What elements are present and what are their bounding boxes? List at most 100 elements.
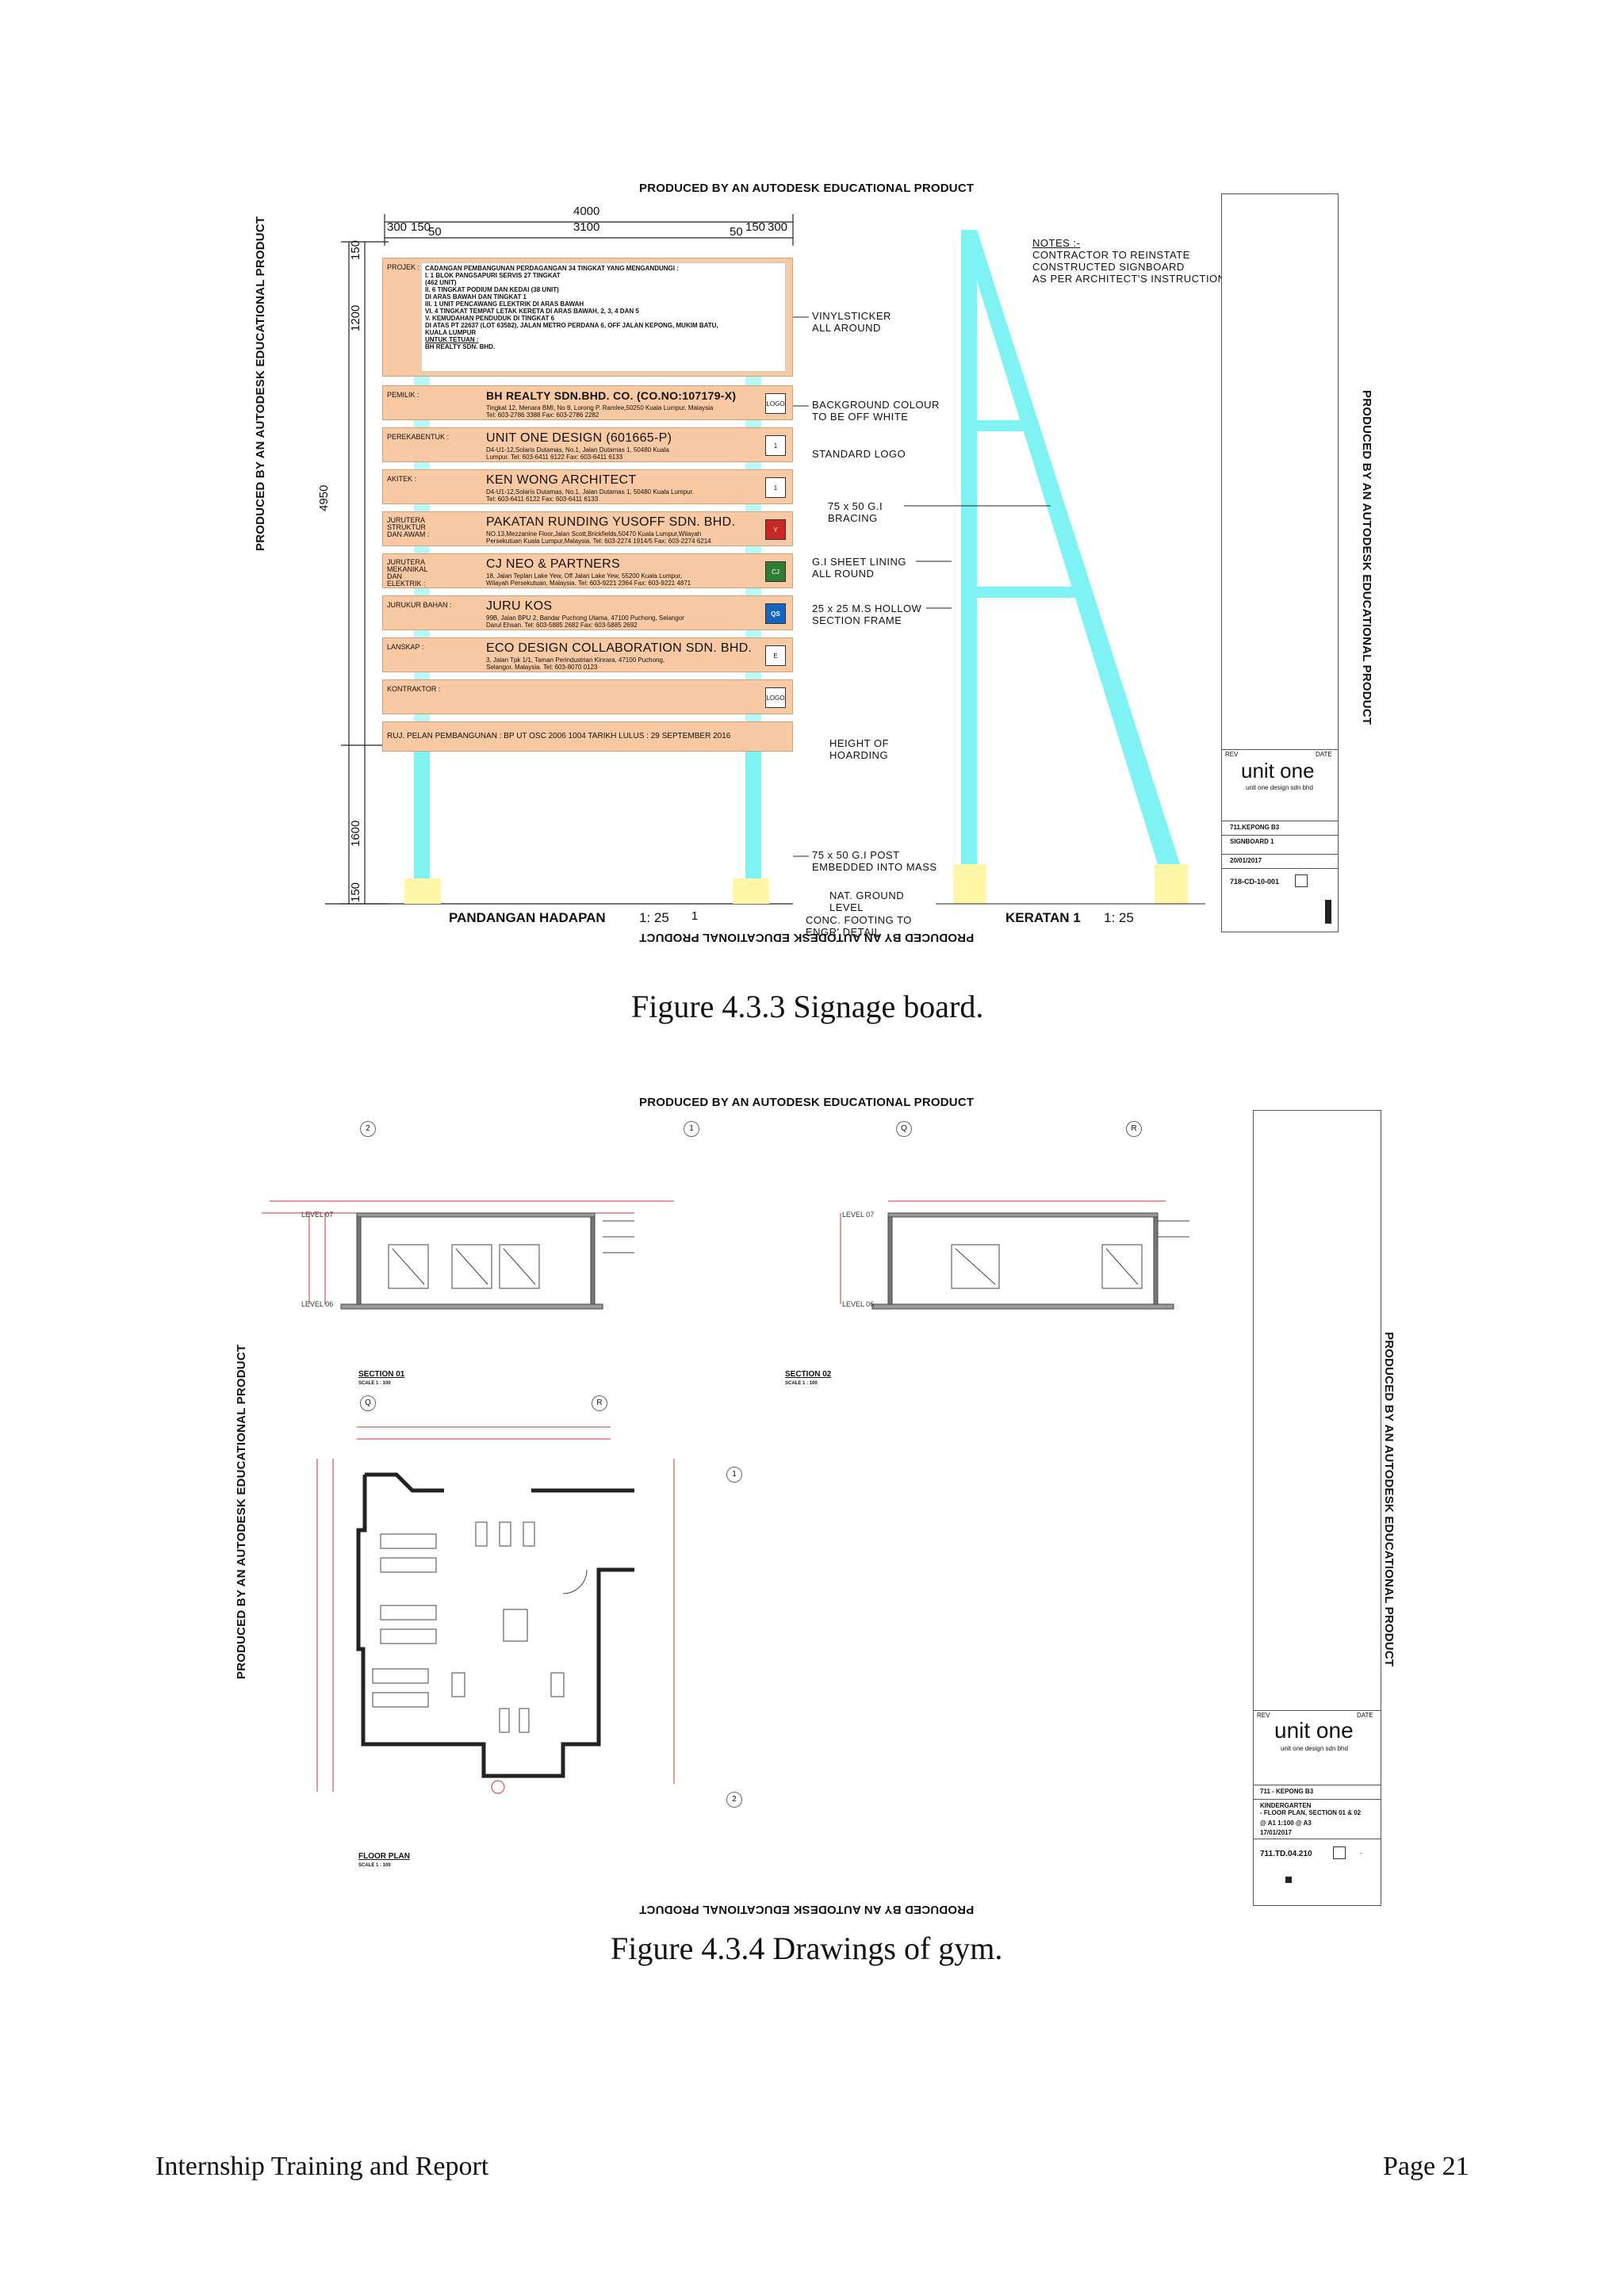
tb2-brand: unit one (1274, 1718, 1354, 1743)
row-akitek: AKITEK : KEN WONG ARCHITECT D4-U1-12,Sol… (382, 469, 793, 504)
grid-bubble-2: 2 (360, 1121, 376, 1137)
tb2-sub: unit one design sdn bhd (1281, 1745, 1348, 1752)
tb-number: 718-CD-10-001 (1230, 878, 1280, 886)
tb-project: 711.KEPONG B3 (1230, 824, 1280, 831)
tb-date: 20/01/2017 (1230, 857, 1262, 864)
watermark-left: PRODUCED BY AN AUTODESK EDUCATIONAL PROD… (254, 216, 267, 551)
row-address-1: 18, Jalan Teplan Lake Yew, Off Jalan Lak… (486, 572, 683, 580)
grid-bubble-1: 1 (684, 1121, 699, 1137)
dim-board-1200: 1200 (349, 304, 362, 331)
row-jurutera-struktur: JURUTERA STRUKTUR DAN AWAM : PAKATAN RUN… (382, 511, 793, 546)
annotation-leaders (793, 316, 1051, 857)
tb2-rev: REV (1257, 1712, 1270, 1719)
logo-icon: 1 (765, 435, 786, 456)
scale-pandangan: 1: 25 (639, 910, 669, 925)
plan-title: FLOOR PLAN (358, 1852, 410, 1861)
section2-level-bottom: LEVEL 06 (842, 1300, 875, 1308)
tb2-date-label: DATE (1357, 1712, 1373, 1719)
row-title: UNIT ONE DESIGN (601665-P) (486, 431, 672, 445)
projek-line-7: VI. 4 TINGKAT TEMPAT LETAK KERETA DI ARA… (425, 308, 639, 315)
watermark-left-2: PRODUCED BY AN AUTODESK EDUCATIONAL PROD… (235, 1344, 248, 1679)
section1-scale: SCALE 1 : 100 (358, 1381, 391, 1386)
projek-line-5: DI ARAS BAWAH DAN TINGKAT 1 (425, 293, 527, 300)
tb2-project: 711 - KEPONG B3 (1260, 1788, 1314, 1795)
row-jurutera-mekanikal: JURUTERA MEKANIKAL DAN ELEKTRIK : CJ NEO… (382, 553, 793, 588)
footer-page-number: Page 21 (1383, 2152, 1469, 2181)
section2-level-top: LEVEL 07 (842, 1211, 875, 1219)
row-address-2: Tel: 603-6411 6122 Fax: 603-6411 6133 (486, 496, 599, 503)
plan-grid-q: Q (360, 1395, 376, 1411)
row-address-1: NO.13,Mezzanine Floor,Jalan Scott,Brickf… (486, 530, 702, 538)
section2-scale: SCALE 1 : 100 (785, 1381, 818, 1386)
annot-logo: STANDARD LOGO (812, 448, 906, 460)
row-pemilik: PEMILIK : BH REALTY SDN.BHD. CO. (CO.NO:… (382, 385, 793, 420)
row-jurukur-bahan: JURUKUR BAHAN : JURU KOS 99B, Jalan BPU … (382, 595, 793, 630)
tb2-drawing-2: - FLOOR PLAN, SECTION 01 & 02 (1260, 1809, 1362, 1816)
projek-line-6: III. 1 UNIT PENCAWANG ELEKTRIK DI ARAS B… (425, 300, 584, 308)
tb-rev-box (1295, 874, 1308, 887)
dim-left-b: 150 (411, 220, 431, 234)
row-projek: PROJEK : CADANGAN PEMBANGUNAN PERDAGANGA… (382, 258, 793, 377)
section-01-drawing (262, 1200, 674, 1310)
tb2-dash: - (1360, 1850, 1362, 1857)
grid-bubble-q: Q (896, 1121, 912, 1137)
tb-sub: unit one design sdn bhd (1246, 784, 1313, 791)
row-perekabentuk: PEREKABENTUK : UNIT ONE DESIGN (601665-P… (382, 427, 793, 462)
dim-right-b: 150 (745, 220, 766, 234)
dim-base-150: 150 (349, 882, 362, 902)
row-label: PEMILIK : (387, 391, 419, 399)
logo-icon: Y (765, 519, 786, 540)
titleblock-signage: REV DATE unit one unit one design sdn bh… (1221, 193, 1339, 932)
tb-marker (1325, 900, 1331, 924)
footing-right (733, 878, 769, 904)
tb2-date: 17/01/2017 (1260, 1829, 1293, 1836)
tb2-drawing-1: KINDERGARTEN (1260, 1802, 1312, 1809)
notes-title: NOTES :- (1032, 237, 1081, 249)
section1-level-bottom: LEVEL 06 (301, 1300, 334, 1308)
row-title: BH REALTY SDN.BHD. CO. (CO.NO:107179-X) (486, 389, 737, 402)
ruj-pelan-text: RUJ. PELAN PEMBANGUNAN : BP UT OSC 2006 … (387, 732, 731, 740)
keratan-side-section (936, 230, 1205, 905)
watermark-right-2: PRODUCED BY AN AUTODESK EDUCATIONAL PROD… (1382, 1332, 1396, 1667)
dim-overall-height: 4950 (317, 484, 331, 511)
label-keratan: KERATAN 1 (1005, 910, 1081, 925)
label-pandangan-hadapan: PANDANGAN HADAPAN (449, 910, 606, 925)
projek-text-panel: CADANGAN PEMBANGUNAN PERDAGANGAN 34 TING… (421, 262, 786, 372)
logo-icon: QS (765, 603, 786, 624)
row-title: PAKATAN RUNDING YUSOFF SDN. BHD. (486, 515, 736, 529)
row-address-1: 3, Jalan Tpk 1/1, Taman Perindustrian Ki… (486, 656, 665, 664)
row-title: CJ NEO & PARTNERS (486, 557, 620, 571)
titleblock-gym: REV DATE unit one unit one design sdn bh… (1253, 1110, 1381, 1906)
dim-post-1600: 1600 (349, 820, 362, 847)
row-address-2: Wilayah Persekutuan, Malaysia. Tel: 603-… (486, 580, 691, 587)
row-address-1: D4-U1-12,Solaris Dutamas, No.1, Jalan Du… (486, 446, 669, 453)
notes-line: CONTRACTOR TO REINSTATE (1032, 249, 1190, 261)
projek-line-10: KUALA LUMPUR (425, 329, 477, 336)
logo-icon: CJ (765, 561, 786, 582)
logo-icon: LOGO (765, 687, 786, 708)
projek-label: PROJEK : (387, 263, 420, 271)
tb2-rev-box (1333, 1846, 1346, 1859)
floor-plan-drawing (316, 1426, 675, 1794)
projek-line-8: V. KEMUDAHAN PENDUDUK DI TINGKAT 6 (425, 315, 555, 322)
row-title: KEN WONG ARCHITECT (486, 473, 637, 487)
dim-overall-width: 4000 (573, 205, 600, 218)
row-address-2: Darul Ehsan. Tel: 603-5885 2682 Fax: 603… (486, 622, 638, 629)
watermark-bottom-2: PRODUCED BY AN AUTODESK EDUCATIONAL PROD… (639, 1903, 975, 1916)
row-kontraktor: KONTRAKTOR : LOGO (382, 679, 793, 714)
row-address-2: Lumpur. Tel: 603-6411 6122 Fax: 603-6411… (486, 453, 623, 461)
notes-block: NOTES :- CONTRACTOR TO REINSTATE CONSTRU… (1032, 237, 1229, 285)
section1-level-top: LEVEL 07 (301, 1211, 334, 1219)
row-address-2: Tel: 603-2786 3388 Fax: 603-2786 2282 (486, 411, 599, 419)
row-label: JURUTERA STRUKTUR DAN AWAM : (387, 516, 430, 538)
notes-line: AS PER ARCHITECT'S INSTRUCTION. (1032, 273, 1229, 285)
projek-line-12: BH REALTY SDN. BHD. (425, 343, 496, 350)
projek-line-4: II. 6 TINGKAT PODIUM DAN KEDAI (38 UNIT) (425, 286, 559, 293)
row-ruj-pelan: RUJ. PELAN PEMBANGUNAN : BP UT OSC 2006 … (382, 721, 793, 752)
dim-left-a: 300 (387, 220, 408, 234)
